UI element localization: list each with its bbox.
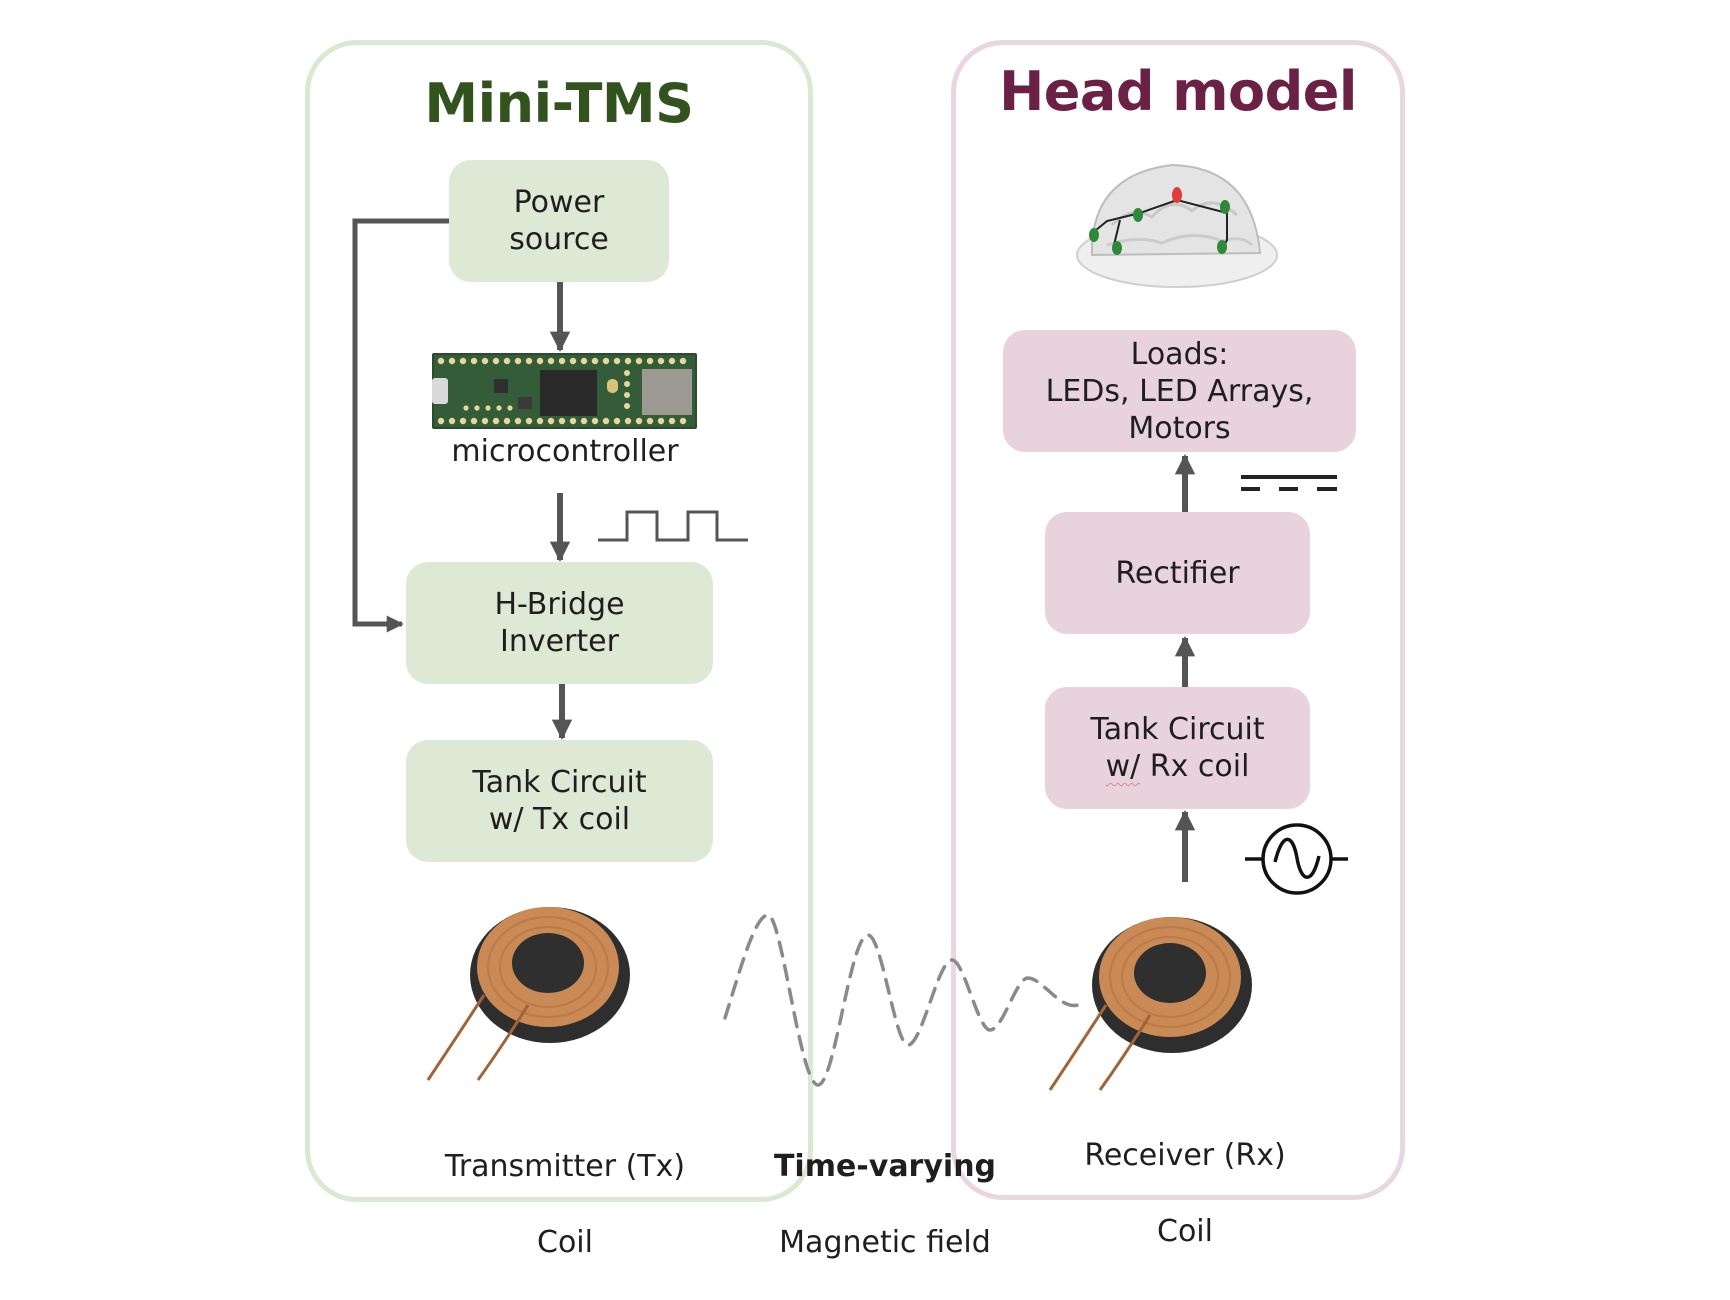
- transmitter-coil-label: Transmitter (Tx) Coil: [420, 1110, 710, 1300]
- receiver-coil-label: Receiver (Rx) Coil: [1035, 1099, 1335, 1289]
- microcontroller-board-icon: [432, 353, 697, 429]
- receiver-coil-icon: [1048, 917, 1252, 1091]
- loads-block: Loads: LEDs, LED Arrays, Motors: [1003, 330, 1356, 452]
- h-bridge-inverter-block: H-Bridge Inverter: [406, 562, 713, 684]
- rectifier-block: Rectifier: [1045, 512, 1310, 634]
- brain-head-model-icon: [1076, 163, 1278, 288]
- rx-tank-w-slash: w/: [1105, 749, 1141, 784]
- power-source-block: Power source: [449, 160, 669, 282]
- rx-tank-circuit-block: Tank Circuit w/ Rx coil: [1045, 687, 1310, 809]
- loads-items: LEDs, LED Arrays,: [1045, 373, 1314, 409]
- transmitter-coil-icon: [426, 907, 630, 1081]
- time-varying-label: Time-varying: [773, 1149, 997, 1184]
- receiver-coil-label-line1: Receiver (Rx): [1084, 1138, 1286, 1173]
- loads-title: Loads:: [1130, 336, 1229, 372]
- microcontroller-label: microcontroller: [451, 434, 679, 469]
- connectors-layer: [352, 218, 1348, 1087]
- rx-tank-coil-text: Rx coil: [1140, 749, 1250, 784]
- magnetic-field-label: Time-varying Magnetic field: [755, 1110, 1015, 1300]
- loads-motors: Motors: [1128, 410, 1231, 446]
- head-model-panel: [951, 40, 1405, 1200]
- mini-tms-panel: [305, 40, 813, 1202]
- head-model-title: Head model: [999, 60, 1357, 123]
- transmitter-coil-label-line1: Transmitter (Tx): [444, 1149, 686, 1184]
- transmitter-coil-label-line2: Coil: [537, 1225, 593, 1260]
- receiver-coil-label-line2: Coil: [1157, 1214, 1213, 1249]
- tx-tank-circuit-block: Tank Circuit w/ Tx coil: [406, 740, 713, 862]
- rx-tank-line1: Tank Circuit: [1090, 712, 1265, 747]
- mini-tms-title: Mini-TMS: [424, 72, 694, 135]
- magnetic-field-text: Magnetic field: [779, 1225, 991, 1260]
- rx-tank-line2: w/ Rx coil: [1106, 748, 1250, 785]
